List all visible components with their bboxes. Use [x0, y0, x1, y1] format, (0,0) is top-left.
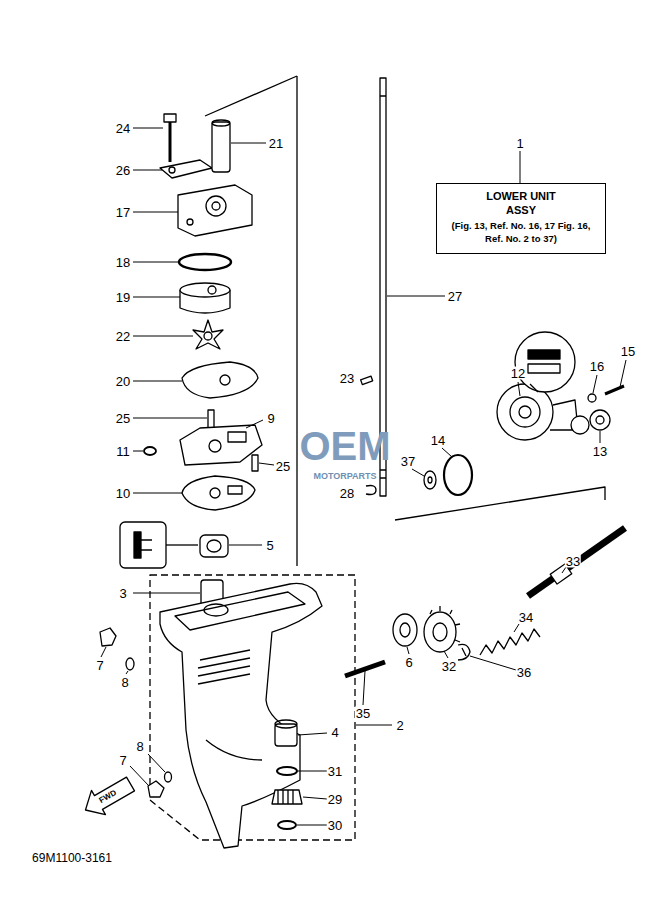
callout-number: 34: [518, 611, 534, 624]
callout-number: 6: [404, 656, 413, 669]
impeller-housing: [180, 283, 230, 313]
callout-number: 25: [275, 460, 291, 473]
callout-number: 11: [115, 445, 131, 458]
propeller-shaft: [345, 528, 625, 676]
frame-line: [395, 487, 605, 520]
watermark: OEM: [298, 426, 391, 466]
callout-number: 9: [266, 412, 275, 425]
small-o-ring: [144, 447, 156, 455]
impeller: [193, 320, 223, 349]
callout-number: 28: [339, 487, 355, 500]
lower-case: [160, 583, 322, 848]
callout-number: 5: [265, 539, 274, 552]
callout-number: 14: [430, 434, 446, 447]
callout-number: 24: [115, 122, 131, 135]
callout-number: 13: [592, 445, 608, 458]
callout-number: 36: [516, 666, 532, 679]
callout-number: 26: [115, 164, 131, 177]
callout-number: 10: [115, 487, 131, 500]
callout-number: 30: [327, 819, 343, 832]
gasket: [182, 476, 255, 510]
box-heading: LOWER UNIT ASSY: [475, 189, 567, 217]
pump-housing: [178, 185, 252, 236]
callout-number: 32: [441, 660, 457, 673]
callout-number: 20: [115, 375, 131, 388]
callout-number: 7: [118, 754, 127, 767]
frame-line: [205, 76, 297, 116]
box-note: (Fig. 13, Ref. No. 16, 17 Fig. 16, Ref. …: [448, 219, 594, 245]
callout-number: 37: [400, 455, 416, 468]
callout-number: 17: [115, 206, 131, 219]
water-tube: [212, 120, 230, 172]
callout-number: 23: [339, 372, 355, 385]
frame-line: [296, 76, 297, 566]
bolt: [164, 114, 176, 162]
drain-plug: [100, 628, 172, 797]
callout-number: 22: [115, 330, 131, 343]
callout-number: 21: [268, 137, 284, 150]
callout-number: 29: [327, 793, 343, 806]
callout-number: 35: [355, 707, 371, 720]
callout-number: 16: [589, 360, 605, 373]
callout-number: 31: [327, 765, 343, 778]
callout-number: 8: [120, 676, 129, 689]
leader-lines: [101, 128, 626, 825]
plate: [160, 160, 212, 178]
callout-number: 12: [510, 367, 526, 380]
assembly-note-box: LOWER UNIT ASSY(Fig. 13, Ref. No. 16, 17…: [436, 183, 606, 254]
shaft-housing: [424, 332, 624, 495]
pump-base: [180, 425, 262, 465]
callout-number: 7: [95, 659, 104, 672]
callout-number: 25: [115, 412, 131, 425]
dowel-pin: [208, 410, 214, 428]
callout-number: 1: [515, 137, 524, 150]
callout-number: 33: [565, 555, 581, 568]
callout-number: 19: [115, 291, 131, 304]
forward-arrow: [78, 772, 137, 822]
diagram-code: 69M1100-3161: [31, 852, 113, 864]
bearing: [120, 522, 228, 568]
callout-number: 27: [447, 290, 463, 303]
outer-plate: [182, 362, 258, 398]
callout-number: 3: [118, 587, 127, 600]
watermark: MOTORPARTS: [312, 472, 377, 481]
callout-number: 15: [620, 345, 636, 358]
o-ring: [179, 254, 231, 270]
pinion-parts: [272, 720, 302, 829]
direction-label: FWD: [97, 788, 119, 805]
callout-number: 18: [115, 256, 131, 269]
callout-number: 8: [135, 740, 144, 753]
dowel-pin: [252, 455, 258, 471]
callout-number: 2: [395, 719, 404, 732]
callout-number: 4: [330, 726, 339, 739]
